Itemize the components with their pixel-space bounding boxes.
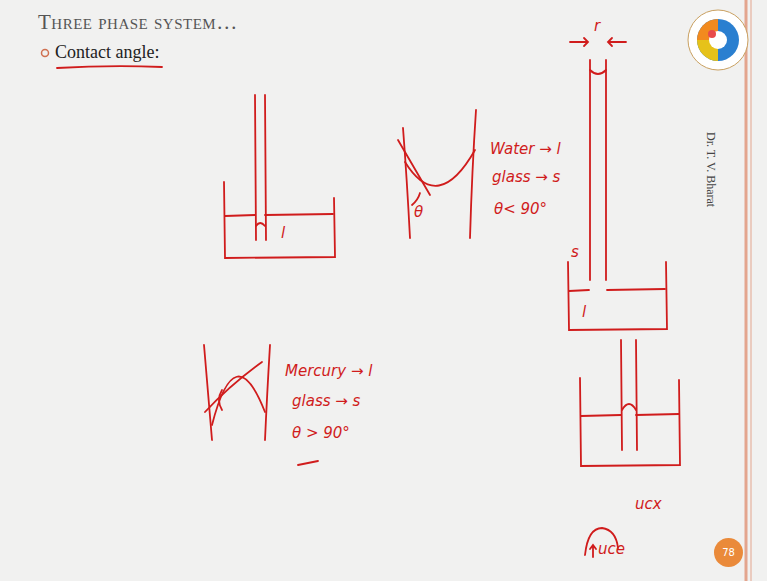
author-name: Dr. T. V. Bharat: [703, 132, 718, 207]
pressure-label: uce: [598, 540, 625, 558]
solid-label: s: [571, 243, 579, 261]
note: Mercury → l: [285, 362, 372, 380]
note: glass → s: [292, 392, 360, 410]
page-number-badge: 78: [713, 537, 744, 568]
bullet-mark: [42, 50, 49, 57]
liquid-label: l: [582, 303, 586, 321]
note: Water → l: [490, 140, 561, 158]
radius-label: r: [594, 17, 600, 35]
bullet-text: Contact angle:: [55, 42, 159, 63]
angle-label: θ: [414, 203, 423, 221]
note: θ > 90°: [292, 424, 350, 442]
pressure-label: ucx: [635, 495, 662, 513]
note: θ< 90°: [494, 200, 547, 218]
slide-title: Three phase system…: [38, 10, 238, 35]
institute-logo: [688, 10, 748, 70]
hand-sketch: [57, 38, 680, 557]
liquid-label: l: [281, 224, 285, 242]
page-number: 78: [722, 547, 735, 558]
note: glass → s: [492, 168, 560, 186]
